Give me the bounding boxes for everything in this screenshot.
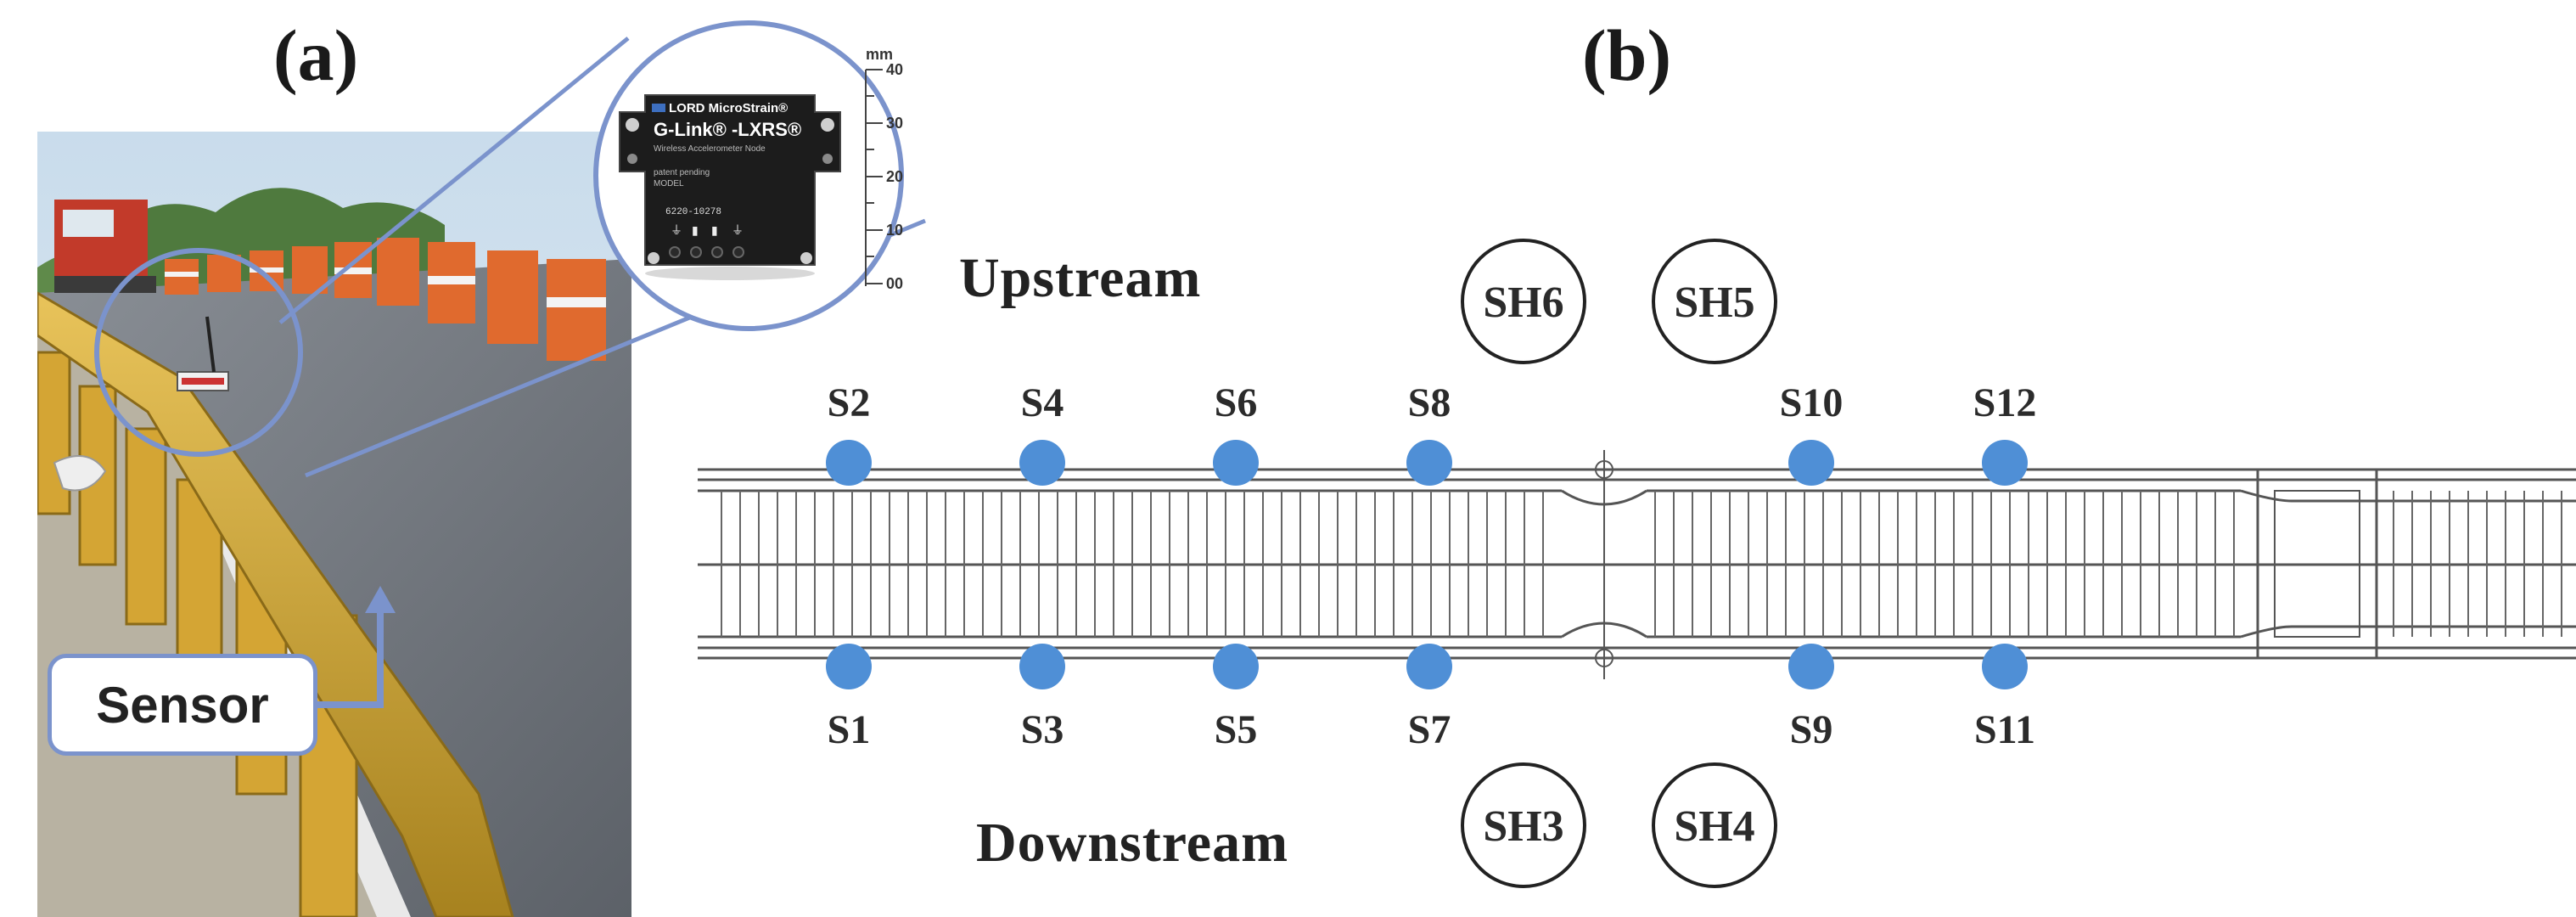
shaker-label: SH4	[1674, 802, 1754, 851]
sensor-marker	[1982, 644, 2028, 689]
sensor-label: S6	[1215, 380, 1258, 425]
sensor-marker	[1982, 440, 2028, 486]
downstream-label: Downstream	[976, 812, 1289, 874]
device-brand: LORD MicroStrain®	[669, 101, 788, 115]
sensor-marker	[1019, 644, 1065, 689]
sensor-marker	[1213, 644, 1259, 689]
sensor-label: S2	[828, 380, 871, 425]
sensor-marker	[1788, 644, 1834, 689]
sensor-callout: Sensor	[48, 654, 317, 756]
sensor-marker	[826, 644, 872, 689]
shaker-label: SH6	[1483, 278, 1563, 327]
device-zoom: LORD MicroStrain® G-Link® -LXRS® Wireles…	[593, 20, 904, 331]
shaker-label: SH5	[1674, 278, 1754, 327]
sensor-label: S7	[1408, 707, 1451, 752]
sensor-marker	[1213, 440, 1259, 486]
sensors-downstream-row: S1 S3 S5 S7 S9 S11	[826, 644, 2035, 752]
shaker-marker	[1652, 762, 1777, 888]
device-patent: patent pending	[654, 168, 710, 177]
ruler-tick: 40	[886, 61, 903, 78]
svg-text:⏚: ⏚	[671, 223, 682, 237]
panel-b-label: (b)	[1582, 14, 1672, 96]
sensor-device-icon: LORD MicroStrain® G-Link® -LXRS® Wireles…	[619, 94, 841, 280]
sensor-label: S11	[1974, 707, 2035, 752]
shaker-marker	[1461, 762, 1586, 888]
device-serial: 6220-10278	[665, 207, 721, 217]
ruler-tick: 30	[886, 115, 903, 132]
sensor-label: S1	[828, 707, 871, 752]
sensor-marker	[1406, 440, 1452, 486]
device-model: G-Link® -LXRS®	[654, 119, 801, 140]
device-part: MODEL	[654, 179, 684, 188]
sensor-label: S5	[1215, 707, 1258, 752]
device-subtitle: Wireless Accelerometer Node	[654, 144, 766, 154]
shaker-label: SH3	[1483, 802, 1563, 851]
sensor-marker	[1019, 440, 1065, 486]
sensor-label: S10	[1780, 380, 1844, 425]
shaker-marker	[1461, 239, 1586, 364]
deck-transverse-beams	[721, 491, 2562, 637]
ruler-tick: 20	[886, 168, 903, 185]
upstream-label: Upstream	[959, 247, 1202, 309]
ruler-tick: 00	[886, 275, 903, 292]
ruler-unit: mm	[866, 46, 893, 63]
bridge-deck	[698, 450, 2576, 679]
mm-ruler: mm 40 30 20 10 00	[865, 46, 903, 292]
sensor-label: S8	[1408, 380, 1451, 425]
sensors-upstream-row: S2 S4 S6 S8 S10 S12	[826, 380, 2036, 486]
sensor-label: S9	[1790, 707, 1833, 752]
sensor-label: S3	[1021, 707, 1064, 752]
panel-a-label: (a)	[273, 14, 359, 96]
svg-text:▮: ▮	[711, 223, 718, 237]
svg-text:▮: ▮	[692, 223, 699, 237]
svg-text:⏚: ⏚	[732, 223, 744, 237]
shaker-marker	[1652, 239, 1777, 364]
sensor-marker	[1788, 440, 1834, 486]
sensor-marker	[826, 440, 872, 486]
ruler-tick: 10	[886, 222, 903, 239]
sensor-label: S12	[1973, 380, 2037, 425]
sensor-label: S4	[1021, 380, 1064, 425]
sensor-marker	[1406, 644, 1452, 689]
